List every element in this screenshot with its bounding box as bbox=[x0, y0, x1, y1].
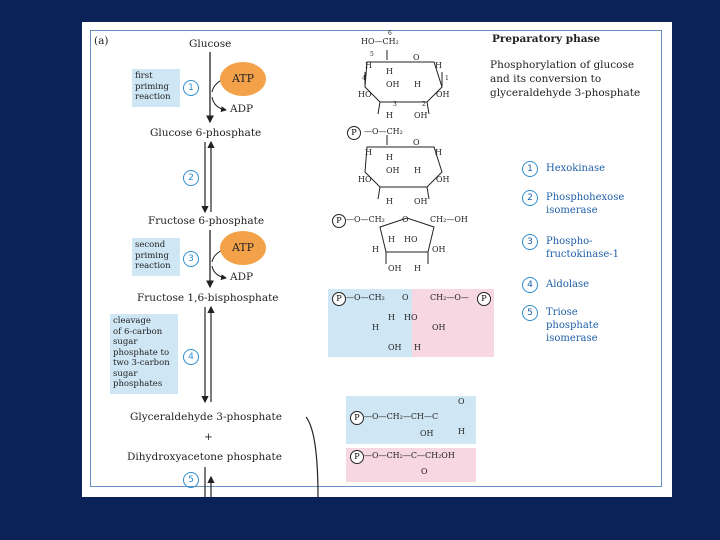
legend-phosphohexose-isomerase: Phosphohexose isomerase bbox=[546, 192, 625, 216]
g6p-o-ch2: —O—CH₂ bbox=[364, 127, 403, 136]
compound-f6p: Fructose 6-phosphate bbox=[148, 215, 265, 227]
phosphate-f16bp-right: P bbox=[477, 292, 491, 306]
legend-aldolase: Aldolase bbox=[546, 279, 590, 290]
legend-phosphofructokinase: Phospho- fructokinase-1 bbox=[546, 236, 620, 260]
phosphate-g3p: P bbox=[350, 411, 364, 425]
legend-3-badge: 3 bbox=[522, 234, 538, 250]
compound-g3p: Glyceraldehyde 3-phosphate bbox=[130, 411, 282, 423]
step5-curve bbox=[305, 416, 319, 497]
phosphate-dhap: P bbox=[350, 450, 364, 464]
phosphate-g6p: P bbox=[347, 126, 361, 140]
step-1-badge: 1 bbox=[183, 80, 199, 96]
step-2-badge: 2 bbox=[183, 170, 199, 186]
dhap-box bbox=[346, 448, 476, 482]
atp-1: ATP bbox=[220, 62, 266, 96]
compound-glucose: Glucose bbox=[189, 38, 232, 50]
adp-2: ADP bbox=[230, 271, 254, 283]
g3p-box bbox=[346, 396, 476, 444]
step-4-badge: 4 bbox=[183, 349, 199, 365]
glucose-ring bbox=[364, 50, 443, 115]
figure-panel: (a) Preparatory phase Phosphorylation of… bbox=[82, 22, 672, 497]
phase-desc-line3: glyceraldehyde 3-phosphate bbox=[490, 87, 641, 99]
phase-title: Preparatory phase bbox=[492, 33, 601, 45]
plus-sign: + bbox=[204, 431, 213, 443]
phosphate-f6p: P bbox=[332, 214, 346, 228]
g6p-ring bbox=[364, 135, 443, 200]
glucose-hoch2: HO—CH₂ bbox=[361, 37, 399, 46]
f6p-ring bbox=[379, 217, 435, 264]
legend-4-badge: 4 bbox=[522, 277, 538, 293]
step-3-badge: 3 bbox=[183, 251, 199, 267]
pathway-arrows bbox=[201, 50, 443, 497]
figure-frame bbox=[90, 30, 662, 487]
panel-label: (a) bbox=[94, 35, 109, 47]
adp1-curve bbox=[211, 96, 227, 113]
legend-hexokinase: Hexokinase bbox=[546, 163, 606, 174]
compound-dhap: Dihydroxyacetone phosphate bbox=[127, 451, 282, 463]
legend-triose-phosphate-isomerase: Triose phosphate isomerase bbox=[546, 307, 599, 344]
legend-2-badge: 2 bbox=[522, 190, 538, 206]
compound-f16bp: Fructose 1,6-bisphosphate bbox=[137, 292, 279, 304]
adp-1: ADP bbox=[230, 103, 254, 115]
atp-2: ATP bbox=[220, 231, 266, 265]
legend-5-badge: 5 bbox=[522, 305, 538, 321]
compound-g6p: Glucose 6-phosphate bbox=[150, 127, 262, 139]
phase-desc-line2: and its conversion to bbox=[490, 73, 602, 85]
phosphate-f16bp-left: P bbox=[332, 292, 346, 306]
legend-1-badge: 1 bbox=[522, 161, 538, 177]
step-5-badge: 5 bbox=[183, 472, 199, 488]
phase-desc-line1: Phosphorylation of glucose bbox=[490, 59, 635, 71]
